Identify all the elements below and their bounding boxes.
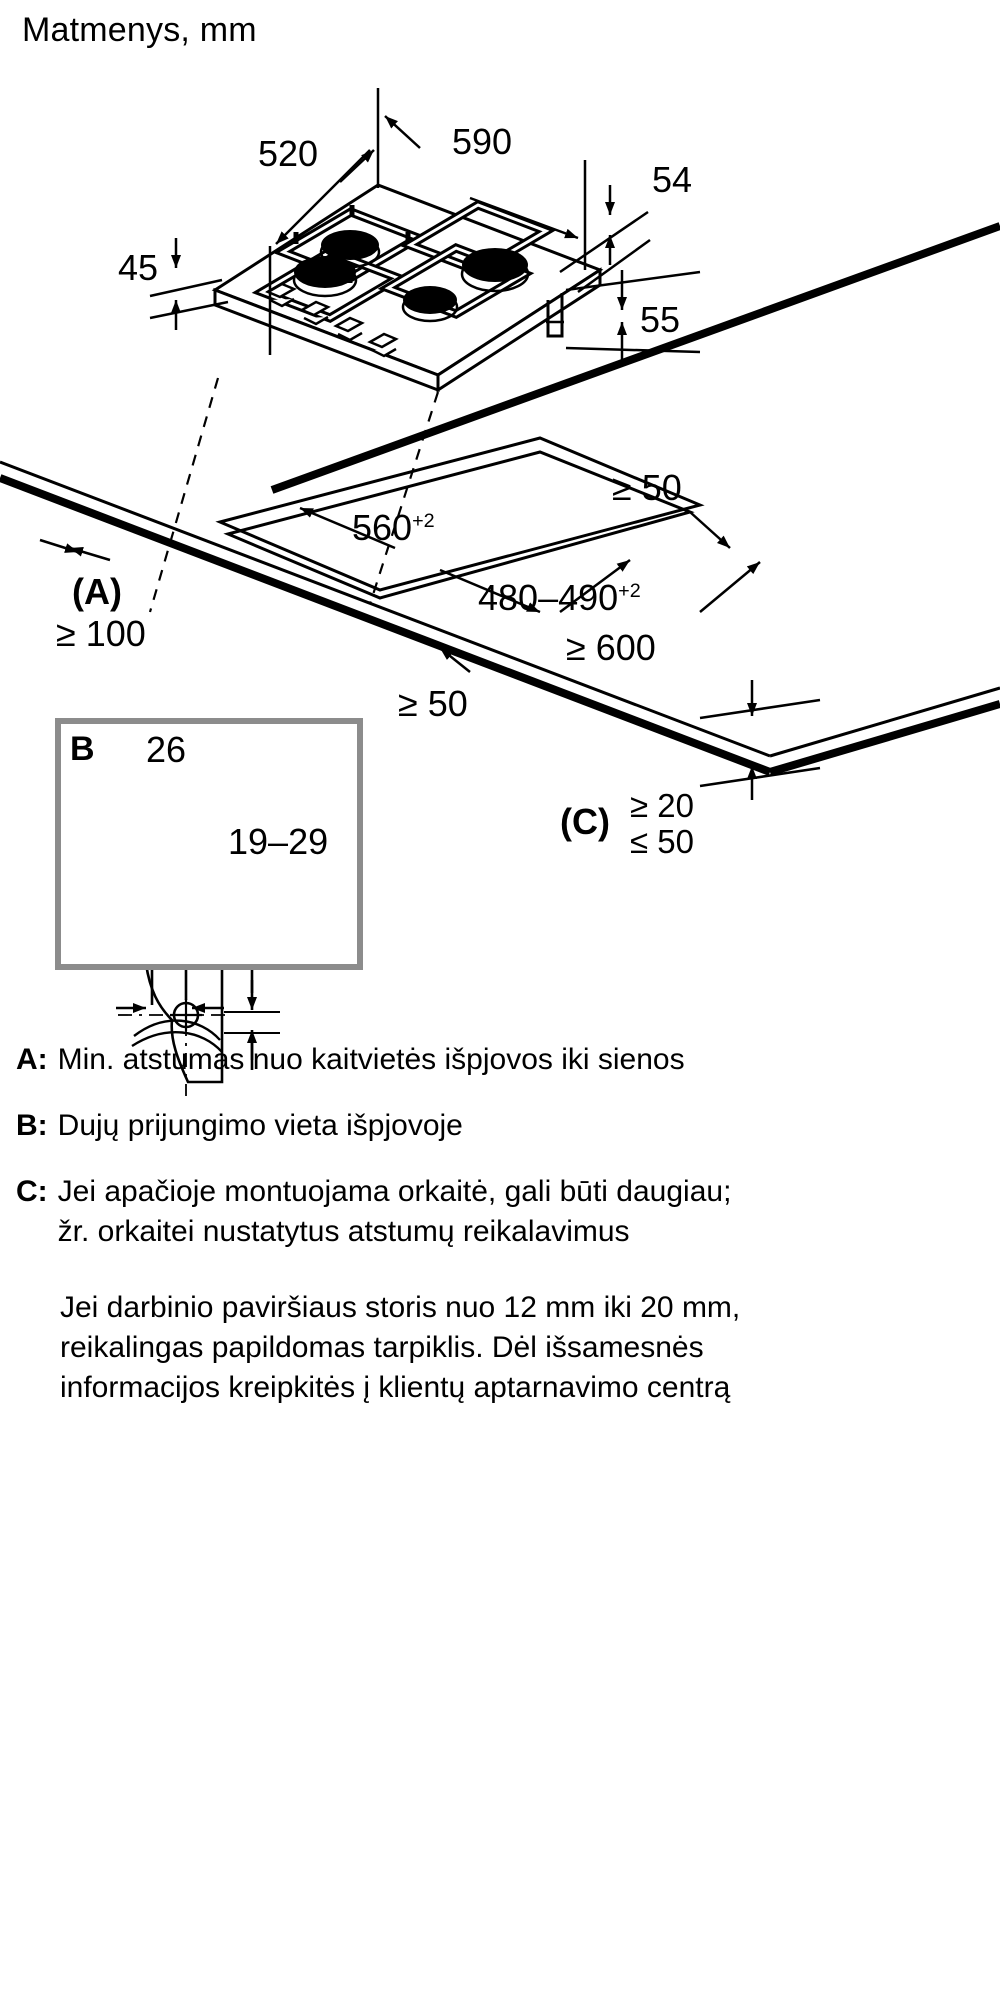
legend-key-b: B:: [16, 1109, 48, 1142]
legend-key-c: C:: [16, 1175, 48, 1208]
dim-label-cutout-width: 560+2: [352, 508, 435, 548]
dim-label-cutout-depth: 480–490+2: [478, 578, 641, 618]
dim-label-hob-total-height: 55: [640, 299, 681, 340]
legend-text-b: Dujų prijungimo vieta išpjovoje: [57, 1109, 463, 1142]
dim-label-hob-rim-height: 54: [652, 159, 693, 200]
dim-label-c-max: ≤ 50: [630, 823, 694, 860]
dim-label-wall-clearance: ≥ 100: [56, 613, 146, 654]
dim-label-c-range: ≥ 20 ≤ 50: [630, 788, 694, 860]
dim-label-detail-b-height: 19–29: [228, 821, 329, 862]
dim-label-worktop-depth: ≥ 600: [566, 627, 656, 668]
legend-list: A: Min. atstumas nuo kaitvietės išpjovos…: [16, 1040, 756, 1408]
detail-b-box: [55, 718, 363, 970]
legend-item-b: B: Dujų prijungimo vieta išpjovoje: [16, 1106, 756, 1146]
dim-label-wall-marker: (A): [72, 571, 122, 612]
cutout-width-tolerance: +2: [412, 510, 435, 532]
legend-item-c: C: Jei apačioje montuojama orkaitė, gali…: [16, 1172, 756, 1252]
dim-label-c-marker: (C): [560, 801, 610, 842]
dim-label-hob-front-height: 45: [118, 247, 159, 288]
legend-key-a: A:: [16, 1043, 48, 1076]
page-title: Matmenys, mm: [22, 11, 257, 49]
legend-text-c: Jei apačioje montuojama orkaitė, gali bū…: [57, 1175, 732, 1248]
dim-label-side-clearance: ≥ 50: [398, 683, 468, 724]
cutout-depth-value: 480–490: [478, 577, 619, 618]
legend-item-a: A: Min. atstumas nuo kaitvietės išpjovos…: [16, 1040, 756, 1080]
cutout-width-value: 560: [352, 507, 413, 548]
detail-b-letter: B: [70, 730, 95, 768]
dim-label-c-min: ≥ 20: [630, 787, 694, 824]
cutout-depth-tolerance: +2: [618, 580, 641, 602]
legend-text-a: Min. atstumas nuo kaitvietės išpjovos ik…: [57, 1043, 685, 1076]
legend-note: Jei darbinio paviršiaus storis nuo 12 mm…: [60, 1291, 741, 1404]
burner-caps: [292, 230, 530, 323]
dim-label-detail-b-offset: 26: [146, 729, 187, 770]
control-knobs: [265, 282, 399, 358]
dim-label-hob-depth: 520: [258, 133, 319, 174]
dim-label-rear-clearance: ≥ 50: [612, 467, 682, 508]
dim-label-hob-width: 590: [452, 121, 513, 162]
